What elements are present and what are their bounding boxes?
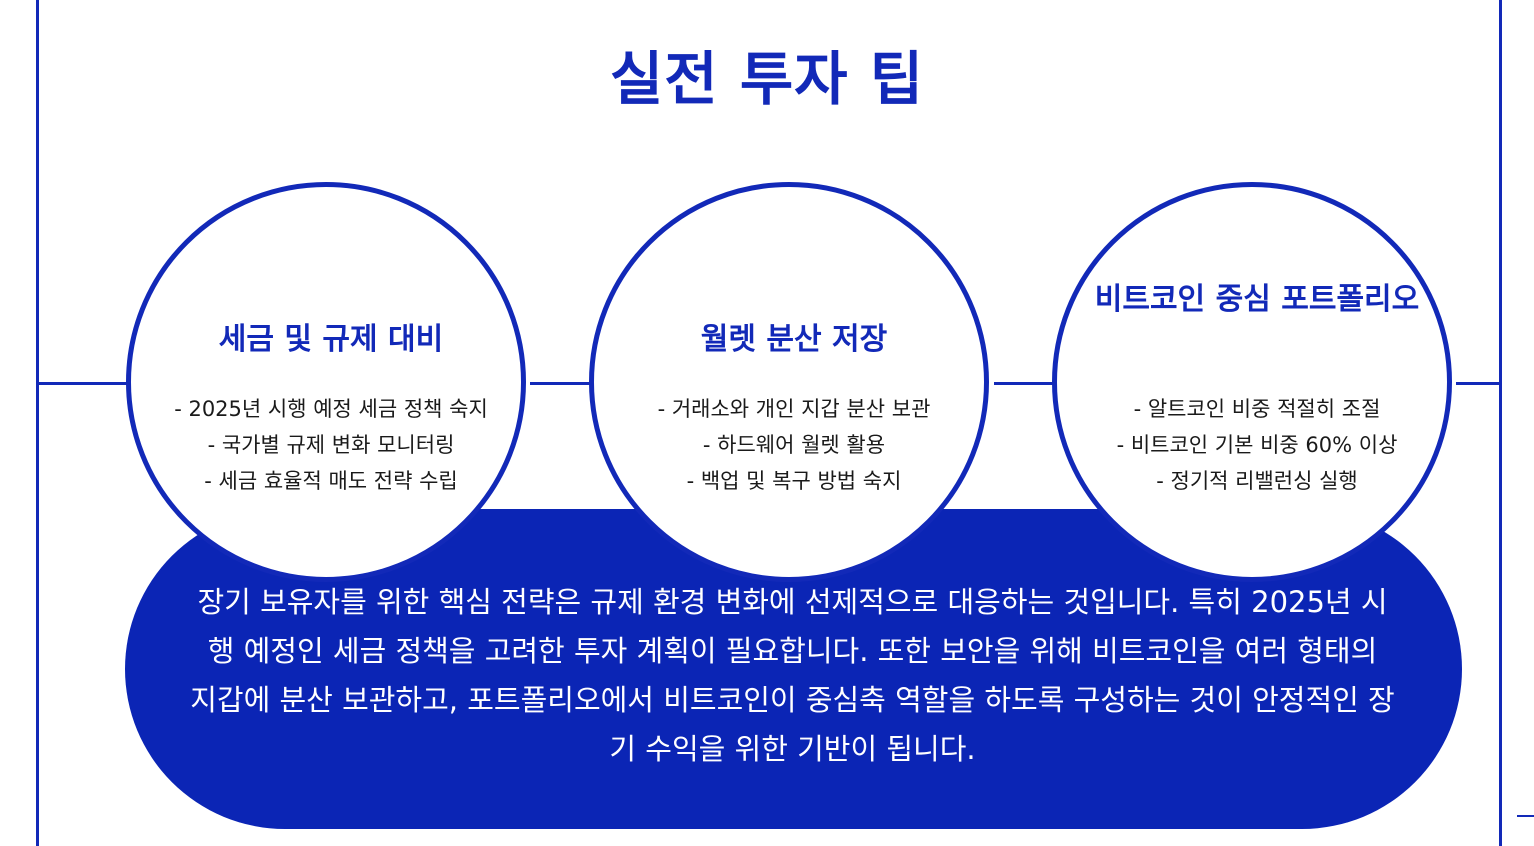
corner-mark	[1517, 815, 1534, 817]
tip-circle-portfolio: 비트코인 중심 포트폴리오 - 알트코인 비중 적절히 조절 - 비트코인 기본…	[1052, 182, 1452, 582]
summary-text: 장기 보유자를 위한 핵심 전략은 규제 환경 변화에 선제적으로 대응하는 것…	[190, 585, 1395, 766]
left-border-line	[36, 0, 39, 846]
tip-circle-title: 월렛 분산 저장	[700, 322, 888, 357]
connector-line	[1456, 382, 1499, 385]
tip-circle-wallet: 월렛 분산 저장 - 거래소와 개인 지갑 분산 보관 - 하드웨어 월렛 활용…	[589, 182, 989, 582]
connector-line	[530, 382, 592, 385]
right-border-line	[1499, 0, 1502, 846]
tip-circle-list: - 2025년 시행 예정 세금 정책 숙지 - 국가별 규제 변화 모니터링 …	[171, 391, 491, 499]
tip-circle-title: 비트코인 중심 포트폴리오	[1094, 282, 1420, 317]
list-item: - 2025년 시행 예정 세금 정책 숙지	[174, 397, 488, 421]
connector-line	[39, 382, 129, 385]
list-item: - 거래소와 개인 지갑 분산 보관	[657, 397, 931, 421]
list-item: - 국가별 규제 변화 모니터링	[207, 433, 455, 457]
connector-line	[994, 382, 1056, 385]
page-title: 실전 투자 팁	[609, 45, 925, 113]
list-item: - 백업 및 복구 방법 숙지	[686, 469, 902, 493]
list-item: - 알트코인 비중 적절히 조절	[1133, 397, 1381, 421]
list-item: - 비트코인 기본 비중 60% 이상	[1116, 433, 1398, 457]
tip-circle-list: - 알트코인 비중 적절히 조절 - 비트코인 기본 비중 60% 이상 - 정…	[1097, 391, 1417, 499]
tip-circle-title: 세금 및 규제 대비	[218, 322, 444, 357]
list-item: - 하드웨어 월렛 활용	[702, 433, 886, 457]
list-item: - 세금 효율적 매도 전략 수립	[204, 469, 458, 493]
list-item: - 정기적 리밸런싱 실행	[1156, 469, 1358, 493]
tip-circle-tax: 세금 및 규제 대비 - 2025년 시행 예정 세금 정책 숙지 - 국가별 …	[126, 182, 526, 582]
tip-circle-list: - 거래소와 개인 지갑 분산 보관 - 하드웨어 월렛 활용 - 백업 및 복…	[634, 391, 954, 499]
